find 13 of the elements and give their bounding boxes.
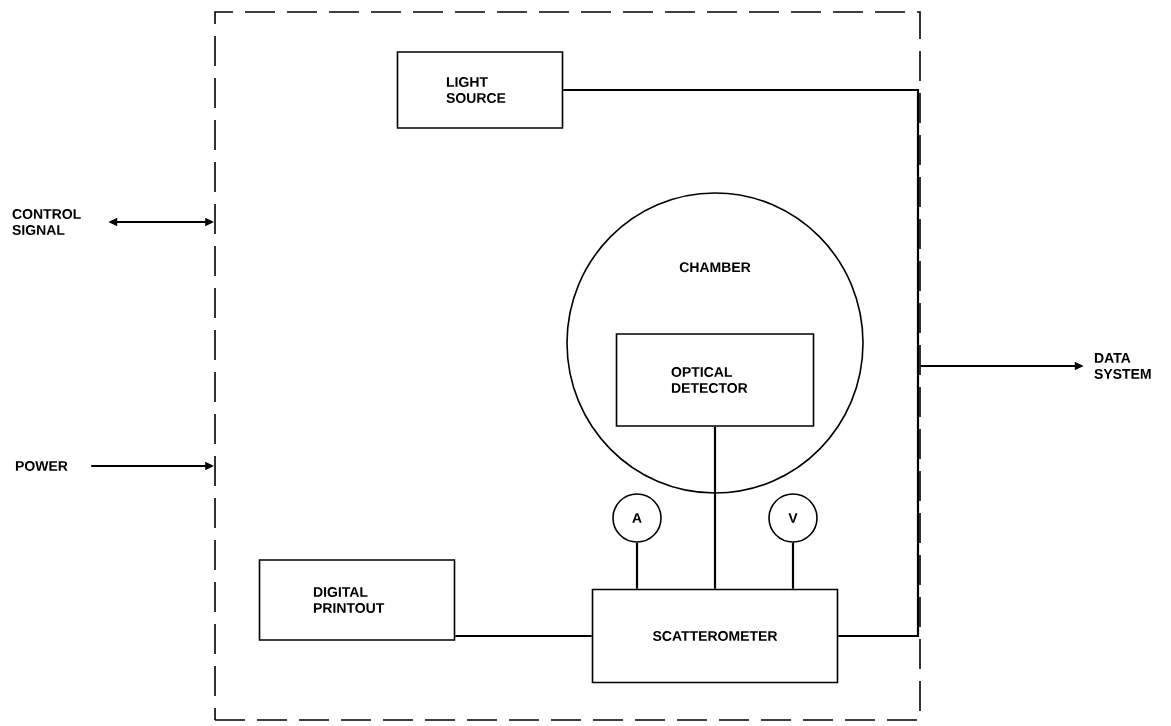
dashed-enclosure bbox=[214, 11, 921, 721]
process-box: SCATTEROMETER bbox=[591, 588, 839, 684]
connector-line bbox=[563, 88, 920, 638]
signal-label: DATA SYSTEM bbox=[1094, 353, 1151, 379]
connector-line bbox=[791, 542, 795, 589]
connector-line bbox=[713, 426, 717, 589]
process-box: DIGITAL PRINTOUT bbox=[258, 559, 456, 641]
process-box: OPTICAL DETECTOR bbox=[615, 333, 815, 427]
connector-line bbox=[455, 634, 592, 638]
process-box: LIGHT SOURCE bbox=[396, 51, 564, 129]
connector-line bbox=[635, 542, 639, 589]
signal-label: POWER bbox=[15, 461, 68, 471]
signal-label: CONTROL SIGNAL bbox=[12, 209, 81, 235]
